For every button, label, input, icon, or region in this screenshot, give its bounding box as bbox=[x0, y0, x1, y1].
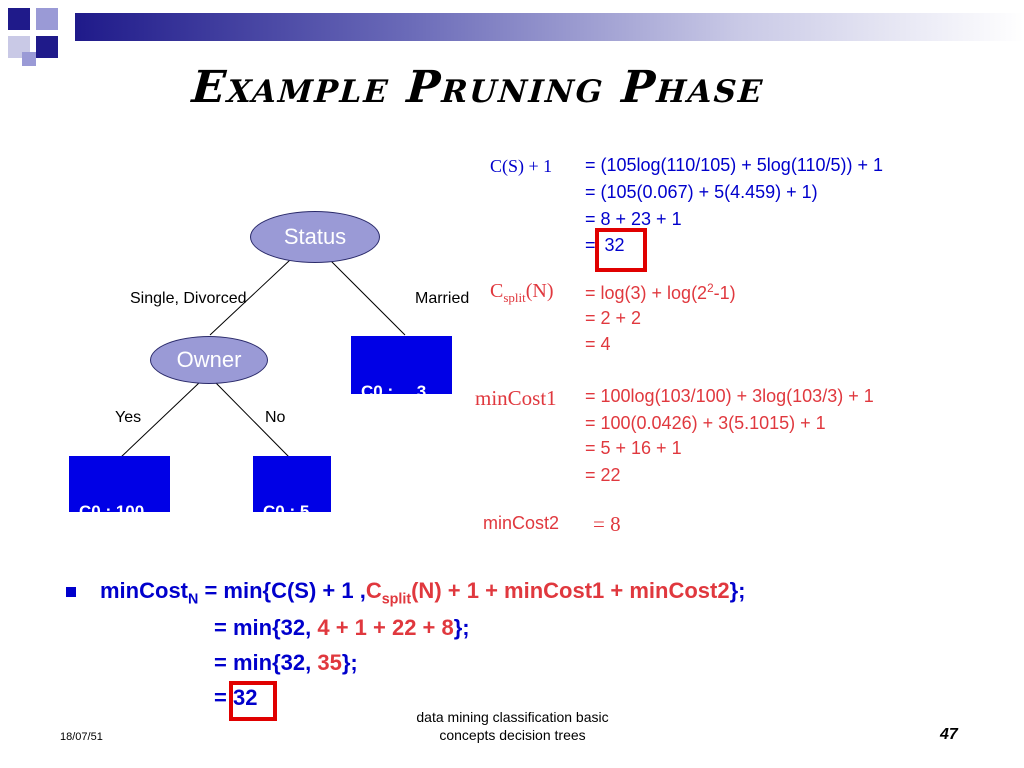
decor-square bbox=[22, 52, 36, 66]
csplit-line-3: = 4 bbox=[585, 334, 611, 354]
edge-label-no: No bbox=[265, 409, 286, 426]
leaf-line: C1 : 100 bbox=[361, 442, 427, 461]
leaf-line: C0 : 5 bbox=[263, 502, 310, 521]
footer-text: data mining classification basic concept… bbox=[380, 708, 645, 744]
leaf-line: C1 : 3 bbox=[79, 562, 145, 581]
edge-label-single-divorced: Single, Divorced bbox=[130, 290, 247, 307]
cs-line-1: = (105log(110/105) + 5log(110/5)) + 1 bbox=[585, 155, 884, 175]
bullet-line-2: = min{32, 4 + 1 + 22 + 8}; bbox=[214, 615, 470, 641]
csplit-line-1-a: = log(3) + log(2 bbox=[585, 283, 708, 303]
decor-square bbox=[36, 36, 58, 58]
csplit-label-n: (N) bbox=[525, 280, 554, 302]
bullet-l4-a: = bbox=[214, 685, 233, 710]
footer-text-line: concepts decision trees bbox=[439, 727, 586, 743]
bullet-l1-csub: split bbox=[381, 591, 412, 608]
leaf-married: C0 : 3 C1 : 100 bbox=[351, 336, 452, 461]
decor-square bbox=[8, 8, 30, 30]
mincost1-line-4: = 22 bbox=[585, 465, 621, 485]
bullet-l3-a: = min{32, bbox=[214, 650, 318, 675]
mincost2-value: = 8 bbox=[593, 512, 621, 536]
tree-node-status: Status bbox=[250, 211, 380, 263]
csplit-line-1-b: -1) bbox=[713, 283, 736, 303]
cs-line-2: = (105(0.067) + 5(4.459) + 1) bbox=[585, 182, 818, 202]
bullet-l1-b: = min{C(S) + 1 , bbox=[198, 578, 366, 603]
leaf-no: C0 : 5 C1 : 2 bbox=[253, 456, 331, 581]
csplit-line-2: = 2 + 2 bbox=[585, 308, 642, 328]
equals-sign: = bbox=[585, 235, 596, 255]
csplit-line-1: = log(3) + log(22-1) bbox=[585, 282, 736, 304]
csplit-line-1-sup: 2 bbox=[707, 282, 714, 295]
bullet-line-1: minCostN = min{C(S) + 1 ,Csplit(N) + 1 +… bbox=[100, 578, 745, 607]
footer-date: 18/07/51 bbox=[60, 731, 103, 743]
csplit-label-sub: split bbox=[503, 290, 526, 305]
bullet-l3-c: }; bbox=[341, 650, 358, 675]
mincost1-label: minCost1 bbox=[475, 386, 557, 410]
leaf-line: C0 : 3 bbox=[361, 382, 427, 401]
bullet-line-4: = 32 bbox=[214, 685, 257, 711]
page-number: 47 bbox=[940, 726, 958, 743]
bullet-l1-d: (N) + 1 + minCost1 + minCost2 bbox=[411, 578, 730, 603]
node-label: Status bbox=[283, 224, 347, 249]
bullet-l4-b: 32 bbox=[232, 685, 258, 710]
leaf-yes: C0 : 100 C1 : 3 bbox=[69, 456, 170, 581]
edge-label-married: Married bbox=[415, 290, 470, 307]
bullet-l2-c: }; bbox=[453, 615, 470, 640]
bullet-l1-e: }; bbox=[729, 578, 746, 603]
bullet-l1-sub: N bbox=[188, 591, 199, 608]
mincost1-line-3: = 5 + 16 + 1 bbox=[585, 438, 682, 458]
csplit-label: Csplit(N) bbox=[490, 280, 554, 306]
bullet-l3-b: 35 bbox=[317, 650, 342, 675]
mincost2-label: minCost2 bbox=[483, 513, 560, 533]
highlight-box-cs bbox=[595, 228, 647, 272]
leaf-line: C0 : 100 bbox=[79, 502, 145, 521]
csplit-label-c: C bbox=[490, 280, 504, 302]
bullet-l2-a: = min{32, bbox=[214, 615, 318, 640]
bullet-line-3: = min{32, 35}; bbox=[214, 650, 358, 676]
mincost1-line-1: = 100log(103/100) + 3log(103/3) + 1 bbox=[585, 386, 874, 406]
cs-label: C(S) + 1 bbox=[490, 156, 553, 176]
bullet-l2-b: 4 + 1 + 22 + 8 bbox=[317, 615, 454, 640]
decor-square bbox=[36, 8, 58, 30]
edge-label-yes: Yes bbox=[115, 409, 142, 426]
node-label: Owner bbox=[176, 347, 242, 372]
tree-node-owner: Owner bbox=[150, 336, 268, 384]
cs-line-3: = 8 + 23 + 1 bbox=[585, 209, 682, 229]
title-bar-decoration bbox=[75, 13, 1024, 41]
footer-text-line: data mining classification basic bbox=[416, 709, 609, 725]
highlight-box-result bbox=[229, 681, 277, 721]
bullet-l1-c: C bbox=[365, 578, 382, 603]
mincost1-line-2: = 100(0.0426) + 3(5.1015) + 1 bbox=[585, 413, 826, 433]
cs-line-4: = 32 bbox=[585, 235, 625, 256]
bullet-square bbox=[66, 587, 76, 597]
leaf-line: C1 : 2 bbox=[263, 562, 310, 581]
bullet-l1-a: minCost bbox=[100, 578, 188, 603]
cs-result: 32 bbox=[604, 235, 625, 255]
